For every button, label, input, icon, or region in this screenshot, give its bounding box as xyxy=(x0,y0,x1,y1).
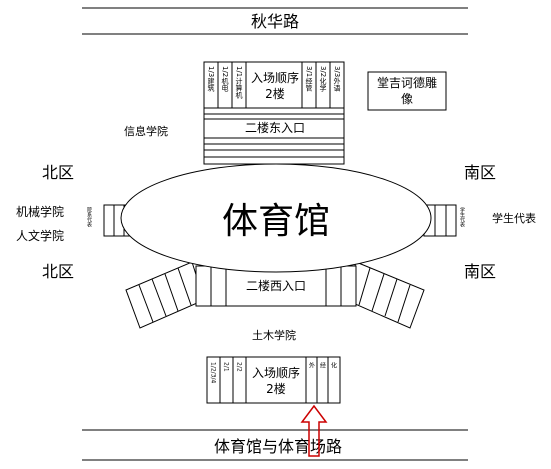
zone-south-upper: 南区 xyxy=(464,163,496,182)
north-col-label-3: 1/1计算机 xyxy=(235,66,243,99)
south-col-label-6: 化 xyxy=(330,361,337,369)
west-gate-label: 院系代表 xyxy=(86,206,92,228)
students-rep-label: 学生代表 xyxy=(492,211,536,225)
college-info-label: 信息学院 xyxy=(124,124,168,138)
south-entry-order-line1: 入场顺序 xyxy=(252,365,300,380)
north-col-label-1: 1/3建筑 xyxy=(207,66,215,92)
north-col-label-2: 1/2机电 xyxy=(221,66,229,91)
entry-arrow-icon xyxy=(300,404,328,457)
top-road-label: 秋华路 xyxy=(251,12,299,31)
zone-north-upper: 北区 xyxy=(42,163,74,182)
north-entry-order-line2: 2楼 xyxy=(265,86,285,101)
south-col-label-2: 2/1 xyxy=(223,362,230,372)
college-mech-label: 机械学院 xyxy=(16,204,64,219)
north-col-label-4: 3/1经管 xyxy=(305,66,313,92)
north-col-label-5: 3/2化学 xyxy=(319,66,327,91)
bottom-road-label: 体育馆与体育场路 xyxy=(214,437,342,456)
south-col-label-1: 1/2/3/4 xyxy=(210,362,217,384)
arena-label: 体育馆 xyxy=(222,201,330,242)
south-col-label-5: 经 xyxy=(319,361,326,368)
college-civil-label: 土木学院 xyxy=(252,328,296,342)
arena-ellipse xyxy=(120,163,432,273)
statue-label-line1: 堂吉诃德雕 xyxy=(377,75,437,90)
south-col-label-3: 2/2 xyxy=(236,362,243,372)
south-entry-order-line2: 2楼 xyxy=(266,381,286,396)
north-entry-order-line1: 入场顺序 xyxy=(251,70,299,85)
southwest-fan-stand xyxy=(125,261,205,329)
south-entry-building xyxy=(206,356,341,404)
east-upper-entrance-label: 二楼东入口 xyxy=(245,120,305,135)
college-humanities-label: 人文学院 xyxy=(16,228,64,243)
north-stand xyxy=(203,61,345,165)
zone-south-lower: 南区 xyxy=(464,262,496,281)
north-col-label-6: 3/3外语 xyxy=(333,66,341,92)
east-gate-label: 学生代表 xyxy=(459,206,465,228)
southeast-fan-stand xyxy=(345,261,425,329)
west-entrance-block xyxy=(195,265,357,307)
statue-box xyxy=(367,71,447,111)
south-col-label-4: 外 xyxy=(308,361,315,369)
zone-north-lower: 北区 xyxy=(42,262,74,281)
west-upper-entrance-label: 二楼西入口 xyxy=(246,278,306,293)
statue-label-line2: 像 xyxy=(401,92,413,106)
